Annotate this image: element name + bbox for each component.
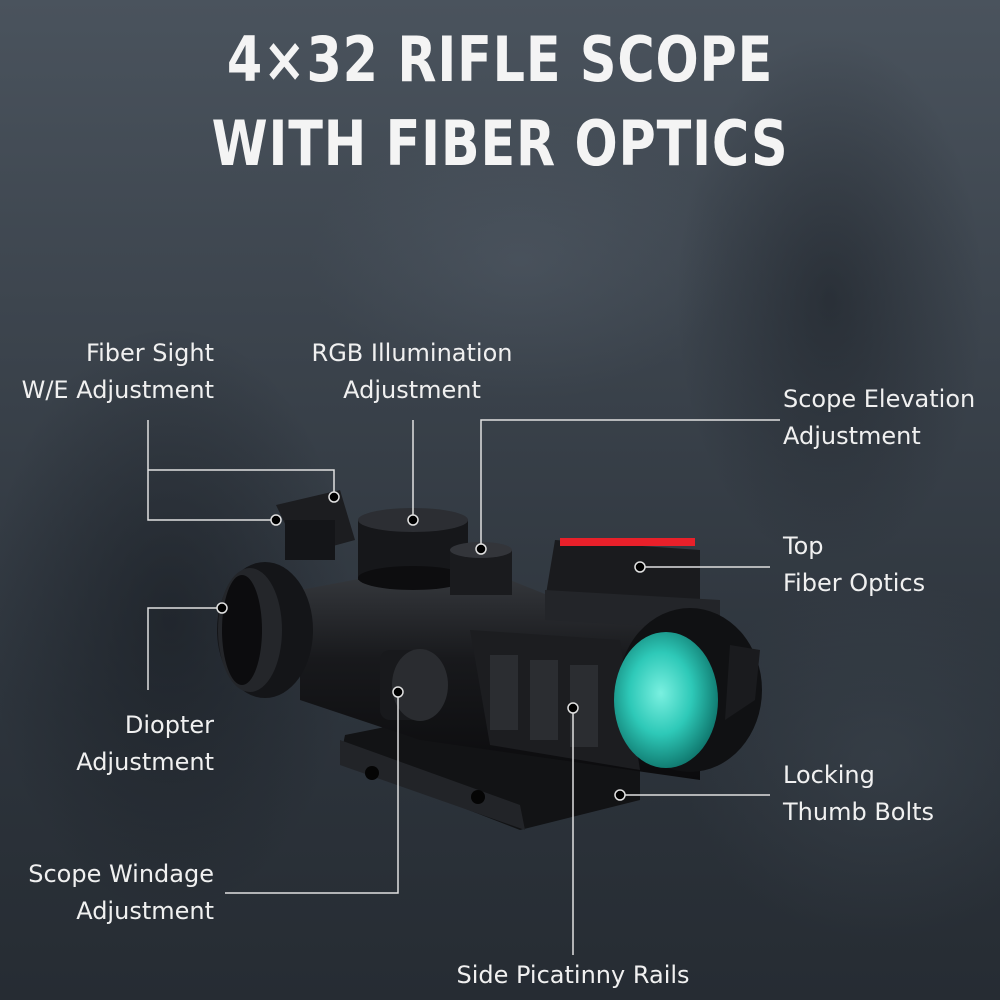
rear-fiber-sight <box>276 490 355 560</box>
label-top-fiber-line2: Fiber Optics <box>783 569 926 597</box>
label-elevation-line1: Scope Elevation <box>783 385 976 413</box>
label-side-rails-line1: Side Picatinny Rails <box>456 961 690 989</box>
objective-lens <box>614 608 762 772</box>
label-top-fiber-line1: Top <box>783 532 824 560</box>
label-diopter: Diopter Adjustment <box>76 707 214 781</box>
label-locking-line2: Thumb Bolts <box>783 798 935 826</box>
label-locking-bolts: Locking Thumb Bolts <box>783 757 934 831</box>
picatinny-mount <box>340 710 640 830</box>
label-rgb-illumination: RGB Illumination Adjustment <box>300 335 524 409</box>
title-line-2: WITH FIBER OPTICS <box>211 107 789 180</box>
label-rgb-line1: RGB Illumination <box>311 339 513 367</box>
page-title: 4×32 RIFLE SCOPE WITH FIBER OPTICS <box>90 18 910 186</box>
label-scope-elevation: Scope Elevation Adjustment <box>783 381 975 455</box>
label-windage-line2: Adjustment <box>76 897 214 925</box>
label-scope-windage: Scope Windage Adjustment <box>28 856 214 930</box>
label-top-fiber: Top Fiber Optics <box>783 528 925 602</box>
diopter-eyepiece <box>217 562 313 698</box>
label-rgb-line2: Adjustment <box>343 376 481 404</box>
label-fiber-sight-line1: Fiber Sight <box>86 339 214 367</box>
label-diopter-line1: Diopter <box>124 711 214 739</box>
label-diopter-line2: Adjustment <box>76 748 214 776</box>
label-fiber-sight: Fiber Sight W/E Adjustment <box>22 335 214 409</box>
label-windage-line1: Scope Windage <box>28 860 214 888</box>
title-line-1: 4×32 RIFLE SCOPE <box>226 23 774 96</box>
windage-knob <box>380 649 448 721</box>
label-fiber-sight-line2: W/E Adjustment <box>21 376 214 404</box>
callout-dots <box>216 491 646 801</box>
label-elevation-line2: Adjustment <box>783 422 921 450</box>
label-side-rails: Side Picatinny Rails <box>420 957 726 994</box>
label-locking-line1: Locking <box>783 761 875 789</box>
callout-leaders <box>147 419 780 955</box>
